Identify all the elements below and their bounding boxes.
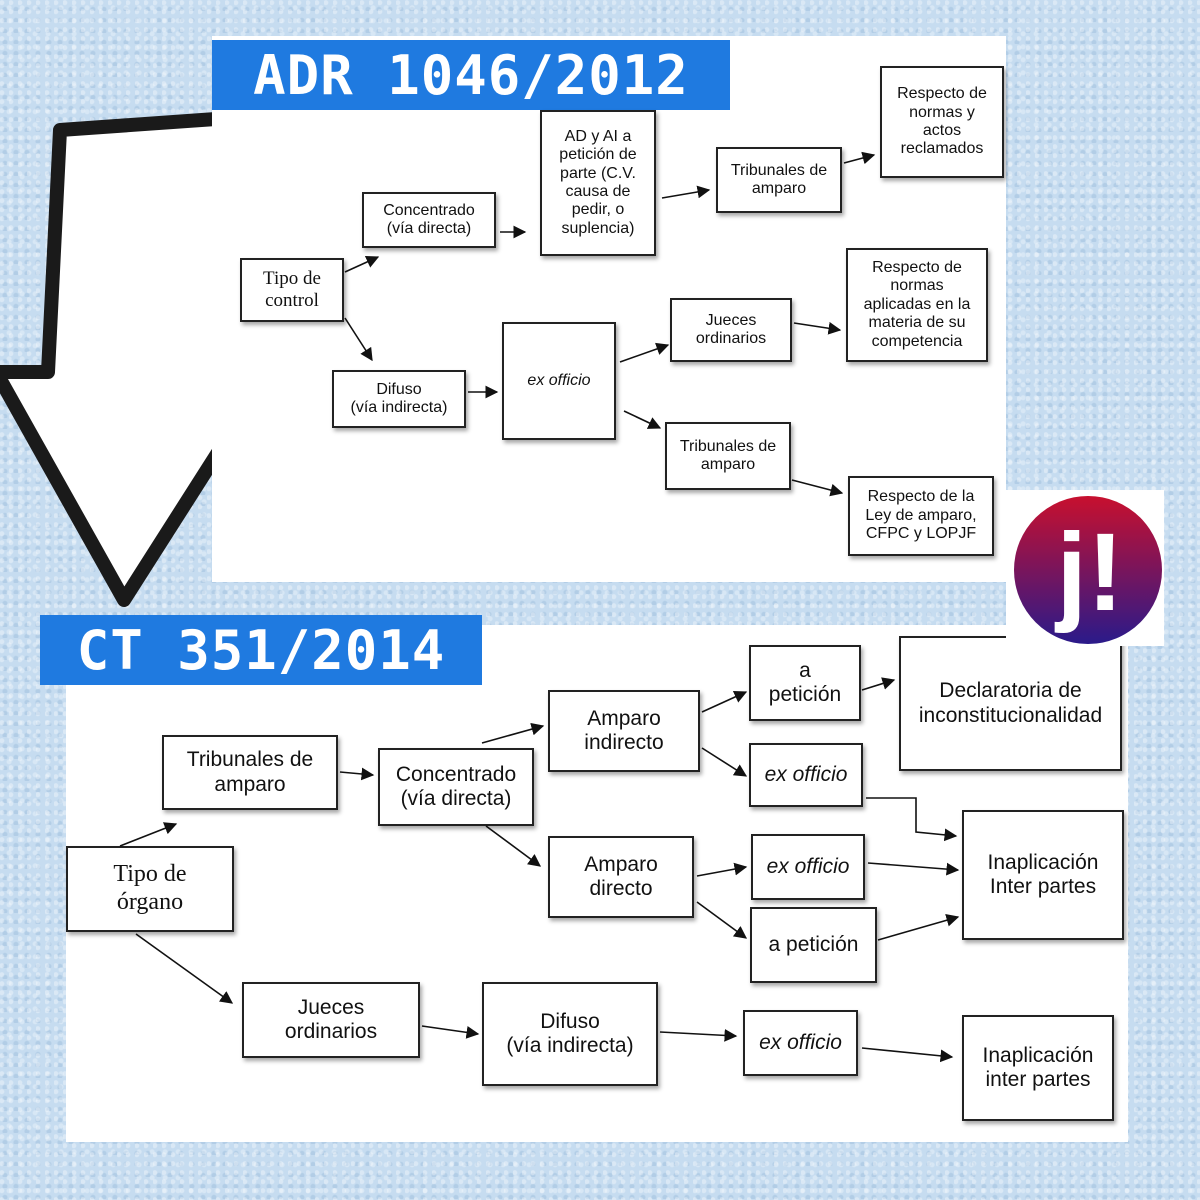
arrow	[701, 690, 748, 713]
arrow	[481, 722, 545, 744]
node-inaplicacion-2: Inaplicación inter partes	[962, 1015, 1114, 1121]
node-tipo-de-control: Tipo de control	[240, 258, 344, 322]
node-tribunales-de-amparo: Tribunales de amparo	[162, 735, 338, 810]
node-respecto-normas-aplicadas: Respecto de normas aplicadas en la mater…	[846, 248, 988, 362]
arrow	[659, 1029, 738, 1042]
logo-text: j!	[1054, 511, 1123, 634]
node-declaratoria: Declaratoria de inconstitucionalidad	[899, 636, 1122, 771]
node-tipo-de-organo: Tipo de órgano	[66, 846, 234, 932]
arrow	[861, 1047, 954, 1063]
node-jueces-ordinarios: Jueces ordinarios	[670, 298, 792, 362]
node-ad-ai-peticion: AD y AI a petición de parte (C.V. causa …	[540, 110, 656, 256]
arrow	[339, 767, 375, 781]
node-tribunales-de-amparo-2: Tribunales de amparo	[665, 422, 791, 490]
arrow	[791, 479, 844, 497]
node-ex-officio-2: ex officio	[751, 834, 865, 900]
arrow	[135, 933, 234, 1004]
arrow	[344, 317, 373, 362]
node-ex-officio-1: ex officio	[749, 743, 863, 807]
arrow	[861, 677, 896, 691]
arrow	[866, 797, 958, 842]
node-inaplicacion-1: Inaplicación Inter partes	[962, 810, 1124, 940]
bottom-title-banner: CT 351/2014	[40, 615, 482, 685]
arrow	[867, 862, 960, 876]
logo: j!	[1006, 490, 1164, 646]
node-a-peticion-2: a petición	[750, 907, 877, 983]
node-concentrado: Concentrado (vía directa)	[378, 748, 534, 826]
node-amparo-directo: Amparo directo	[548, 836, 694, 918]
node-concentrado: Concentrado (vía directa)	[362, 192, 496, 248]
arrow	[485, 825, 542, 867]
arrow	[843, 151, 876, 165]
node-respecto-normas-actos: Respecto de normas y actos reclamados	[880, 66, 1004, 178]
node-ex-officio-3: ex officio	[743, 1010, 858, 1076]
arrow	[793, 321, 842, 335]
arrow	[877, 914, 960, 941]
arrow	[701, 747, 748, 777]
arrow	[619, 342, 670, 363]
node-amparo-indirecto: Amparo indirecto	[548, 690, 700, 772]
arrow	[344, 255, 380, 273]
node-jueces-ordinarios: Jueces ordinarios	[242, 982, 420, 1058]
arrow	[623, 410, 662, 429]
arrow	[696, 862, 748, 877]
arrow	[421, 1025, 480, 1039]
node-a-peticion-1: a petición	[749, 645, 861, 721]
arrow	[119, 822, 178, 847]
arrow	[661, 185, 711, 199]
node-respecto-ley-amparo: Respecto de la Ley de amparo, CFPC y LOP…	[848, 476, 994, 556]
arrow	[696, 901, 748, 939]
node-difuso: Difuso (vía indirecta)	[332, 370, 466, 428]
top-title-banner: ADR 1046/2012	[212, 40, 730, 110]
node-ex-officio: ex officio	[502, 322, 616, 440]
node-difuso: Difuso (vía indirecta)	[482, 982, 658, 1086]
node-tribunales-de-amparo-1: Tribunales de amparo	[716, 147, 842, 213]
